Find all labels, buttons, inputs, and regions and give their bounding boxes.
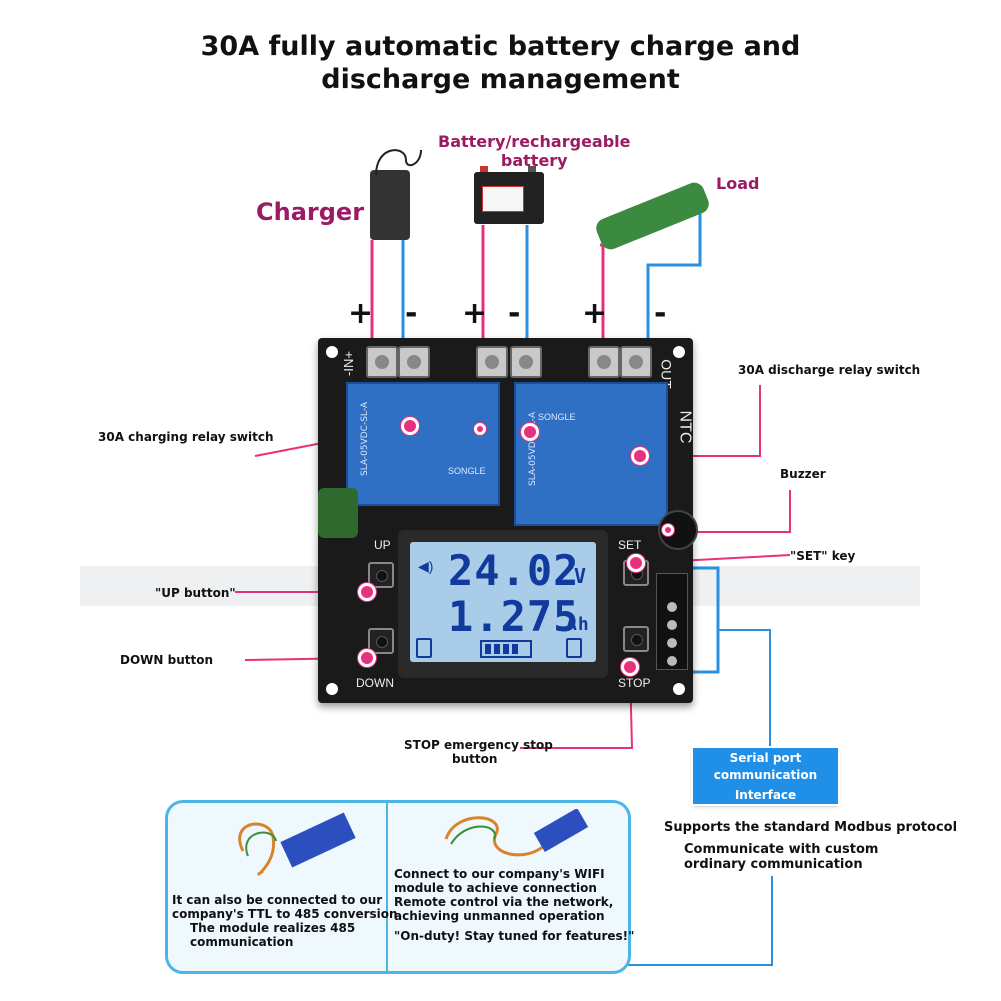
title-line-1: 30A fully automatic battery charge and [200,31,801,62]
pcb-board: -IN+ OUT- NTC UP SET DOWN STOP SLA-05VDC… [318,338,698,703]
lcd-display: ◀) 24.02 V 1.275 Ah [398,530,608,678]
wifi-text-line-2: module to achieve connection [394,881,597,895]
custom-comm-label: Communicate with custom ordinary communi… [684,842,878,872]
wifi-text-line-1: Connect to our company's WIFI [394,867,605,881]
wifi-module-icon [444,809,589,857]
load-label: Load [716,174,760,193]
silk-up: UP [374,538,391,552]
wifi-text: Connect to our company's WIFI module to … [394,867,634,943]
stop-button-label: STOP emergency stop button [404,738,553,766]
discharge-relay-brand: SONGLE [538,412,576,422]
silk-ntc: NTC [676,410,694,444]
buzzer-label: Buzzer [780,467,826,481]
custom-comm-link [625,876,773,966]
up-button-label: "UP button" [155,586,236,600]
in-plus-mark: + [348,296,374,331]
charging-relay: SLA-05VDC-SL-A SONGLE [346,382,500,506]
marker-set-key [627,554,645,572]
serial-line-3: Interface [734,788,797,802]
terminal-bat-negative[interactable] [510,346,542,378]
stop-label-line-1: STOP emergency stop [404,738,553,752]
charging-relay-model: SLA-05VDC-SL-A [360,402,370,476]
ttl-text-line-4: communication [190,935,294,949]
load-negative-wire [646,195,702,368]
lcd-screen: ◀) 24.02 V 1.275 Ah [410,542,596,662]
leader-buzzer [670,490,791,533]
mount-hole [326,683,338,695]
ttl-text-line-2: company's TTL to 485 conversion [172,907,398,921]
charger-cable-icon [375,149,422,176]
marker-buzzer [662,524,674,536]
silk-in: -IN+ [340,351,356,376]
serial-header [656,573,688,670]
capacity-reading: 1.275 [448,592,580,641]
marker-down-button [358,649,376,667]
battery-label-line-1: Battery/rechargeable [438,132,631,151]
mount-hole [673,346,685,358]
wifi-text-line-4: achieving unmanned operation [394,909,605,923]
marker-relay-bridge [521,423,539,441]
capacitor [318,488,358,538]
out-minus-mark: - [654,296,667,331]
ttl-485-module-icon [238,812,356,876]
charge-mode-icon [416,638,432,658]
marker-relay-junction [474,423,486,435]
wifi-text-line-3: Remote control via the network, [394,895,614,909]
marker-up-button [358,583,376,601]
charging-relay-label: 30A charging relay switch [98,430,274,444]
voltage-unit: V [574,564,588,588]
bat-plus-mark: + [462,296,488,331]
page-title: 30A fully automatic battery charge and d… [0,30,1001,96]
up-button[interactable] [368,562,394,588]
marker-charging-relay [401,417,419,435]
battery-label: Battery/rechargeable battery [438,132,631,170]
ttl-text-line-1: It can also be connected to our [172,893,383,907]
silk-set: SET [618,538,642,552]
discharge-mode-icon [566,638,582,658]
custom-line-1: Communicate with custom [684,842,879,857]
serial-line-1: Serial port [729,751,802,765]
speaker-icon: ◀) [418,558,434,574]
capacity-unit: Ah [566,614,590,635]
discharge-relay-label: 30A discharge relay switch [738,363,921,377]
set-key-label: "SET" key [790,549,856,563]
charging-relay-brand: SONGLE [448,466,486,476]
battery-level-icon [480,640,532,658]
down-button[interactable] [368,628,394,654]
down-button-label: DOWN button [120,653,214,667]
terminal-out-negative[interactable] [620,346,652,378]
title-line-2: discharge management [321,64,680,95]
charger-label: Charger [256,198,365,226]
wifi-text-line-5: "On-duty! Stay tuned for features!" [394,929,635,943]
stop-button[interactable] [623,626,649,652]
marker-stop-button [621,658,639,676]
mount-hole [326,346,338,358]
terminal-in-negative[interactable] [398,346,430,378]
serial-port-link [718,629,771,748]
battery-label-line-2: battery [500,151,568,170]
ttl-text-line-3: The module realizes 485 [190,921,356,935]
bat-minus-mark: - [508,296,521,331]
custom-line-2: ordinary communication [684,857,863,872]
charger-icon [370,170,410,240]
terminal-in-positive[interactable] [366,346,398,378]
stop-label-line-2: button [452,752,498,766]
marker-discharge-relay [631,447,649,465]
expansion-panel: It can also be connected to our company'… [165,800,634,974]
modbus-label: Supports the standard Modbus protocol [664,820,958,835]
silk-stop: STOP [618,676,651,690]
silk-down: DOWN [356,676,394,690]
ttl-485-text: It can also be connected to our company'… [172,893,398,949]
terminal-out-positive[interactable] [588,346,620,378]
voltage-reading: 24.02 [448,546,580,595]
mount-hole [673,683,685,695]
out-plus-mark: + [582,296,608,331]
serial-port-box: Serial port communication Interface [693,748,838,804]
serial-line-2: communication [713,768,818,782]
panel-divider [386,803,388,971]
terminal-bat-positive[interactable] [476,346,508,378]
battery-icon [474,166,544,224]
in-minus-mark: - [405,296,418,331]
